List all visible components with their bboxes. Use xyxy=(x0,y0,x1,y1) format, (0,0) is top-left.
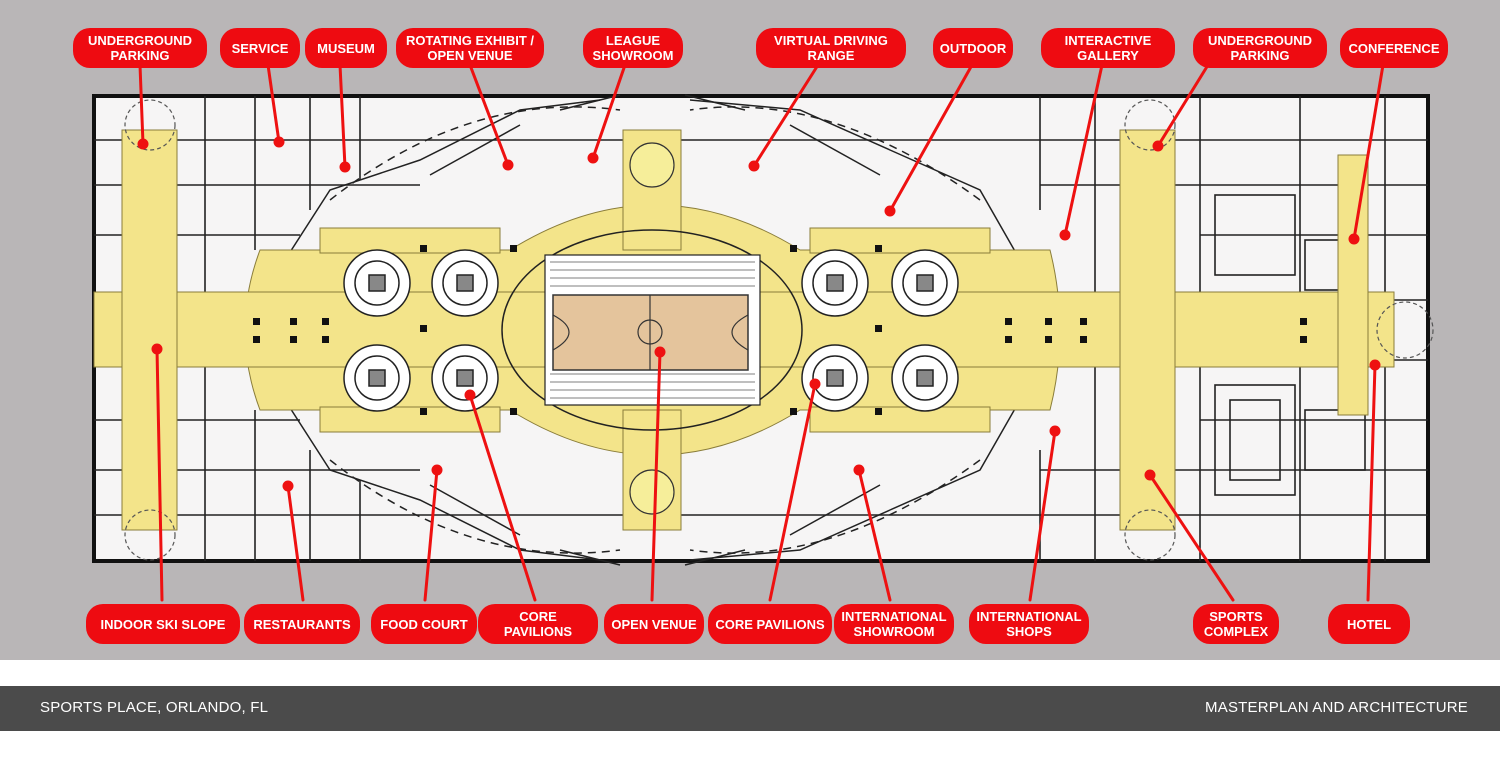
pavilion xyxy=(891,249,959,317)
discipline-title: MASTERPLAN AND ARCHITECTURE xyxy=(1205,699,1468,716)
pavilion xyxy=(343,344,411,412)
stair-towers xyxy=(124,99,1434,561)
label-restaurants: RESTAURANTS xyxy=(244,604,360,644)
project-title: SPORTS PLACE, ORLANDO, FL xyxy=(40,699,269,716)
label-indoor-ski-slope: INDOOR SKI SLOPE xyxy=(86,604,240,644)
label-open-venue: OPEN VENUE xyxy=(604,604,704,644)
pavilion xyxy=(801,344,869,412)
label-core-pavilions-left: CORE PAVILIONS xyxy=(478,604,598,644)
arena xyxy=(501,142,803,515)
label-underground-parking-left: UNDERGROUND PARKING xyxy=(73,28,207,68)
label-underground-parking-right: UNDERGROUND PARKING xyxy=(1193,28,1327,68)
plan-stage: UNDERGROUND PARKING SERVICE MUSEUM ROTAT… xyxy=(0,0,1500,660)
label-outdoor: OUTDOOR xyxy=(933,28,1013,68)
label-international-shops: INTERNATIONAL SHOPS xyxy=(969,604,1089,644)
footer-bar: SPORTS PLACE, ORLANDO, FL MASTERPLAN AND… xyxy=(0,686,1500,731)
label-rotating-exhibit: ROTATING EXHIBIT / OPEN VENUE xyxy=(396,28,544,68)
pavilion xyxy=(431,249,499,317)
label-core-pavilions-right: CORE PAVILIONS xyxy=(708,604,832,644)
label-international-showroom: INTERNATIONAL SHOWROOM xyxy=(834,604,954,644)
label-interactive-gallery: INTERACTIVE GALLERY xyxy=(1041,28,1175,68)
columns xyxy=(253,245,1307,415)
wing-walls xyxy=(239,94,1061,566)
core-pavilions xyxy=(343,249,959,412)
leader-lines xyxy=(137,63,1385,602)
label-service: SERVICE xyxy=(220,28,300,68)
label-food-court: FOOD COURT xyxy=(371,604,477,644)
pavilion xyxy=(891,344,959,412)
label-sports-complex: SPORTS COMPLEX xyxy=(1193,604,1279,644)
label-league-showroom: LEAGUE SHOWROOM xyxy=(583,28,683,68)
label-hotel: HOTEL xyxy=(1328,604,1410,644)
pavilion xyxy=(431,344,499,412)
label-conference: CONFERENCE xyxy=(1340,28,1448,68)
pavilion xyxy=(343,249,411,317)
label-museum: MUSEUM xyxy=(305,28,387,68)
label-virtual-driving-range: VIRTUAL DRIVING RANGE xyxy=(756,28,906,68)
floor-plan xyxy=(92,63,1434,602)
pavilion xyxy=(801,249,869,317)
